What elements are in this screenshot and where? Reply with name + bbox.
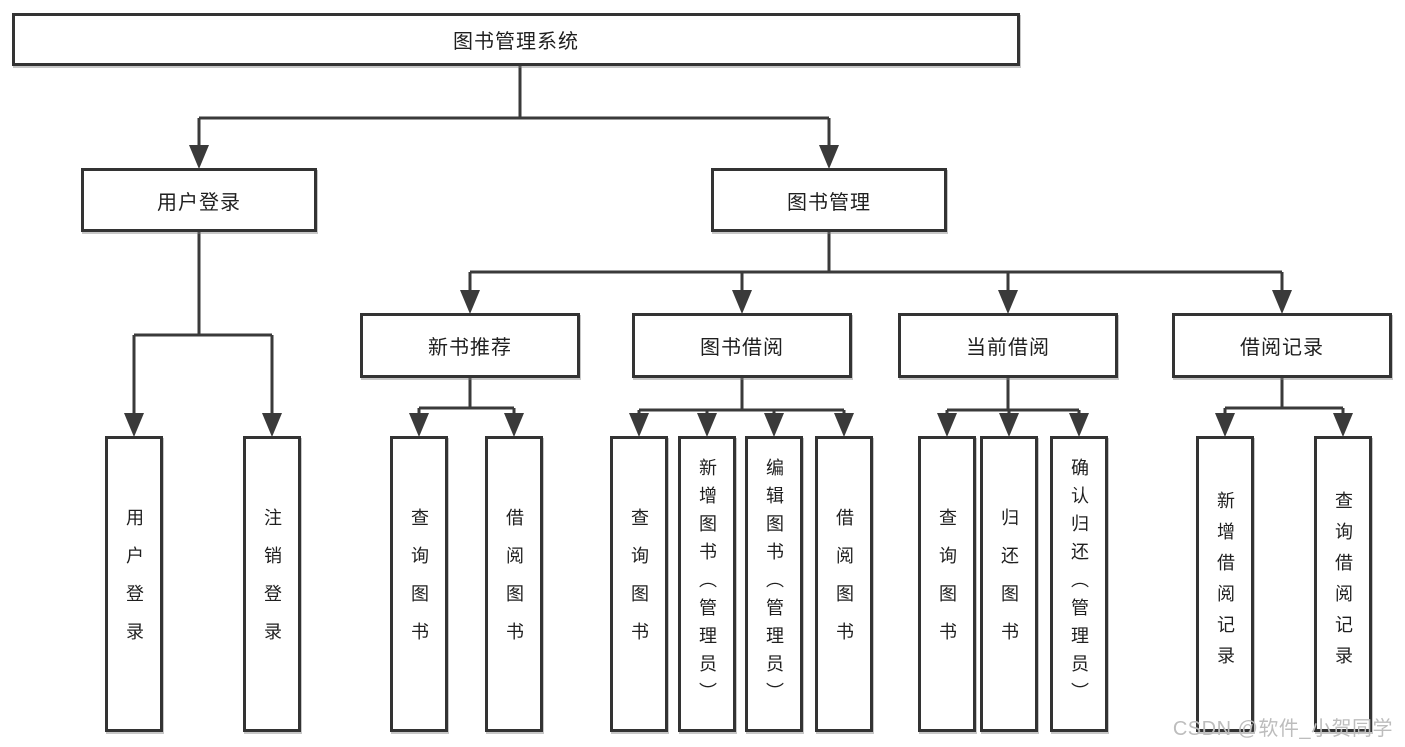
node-book-management: 图书管理 <box>711 168 947 232</box>
leaf-add-borrow-record: 新增借阅记录 <box>1196 436 1254 732</box>
leaf-borrow-books: 借阅图书 <box>815 436 873 732</box>
node-root: 图书管理系统 <box>12 13 1020 66</box>
node-user-login: 用户登录 <box>81 168 317 232</box>
node-borrowing-records-label: 借阅记录 <box>1240 337 1324 359</box>
leaf-confirm-return-admin: 确认归还（管理员） <box>1050 436 1108 732</box>
node-root-label: 图书管理系统 <box>453 31 579 53</box>
node-current-borrowing-label: 当前借阅 <box>966 337 1050 359</box>
node-new-book-recommendation: 新书推荐 <box>360 313 580 378</box>
leaf-search-books-current: 查询图书 <box>918 436 976 732</box>
node-new-book-recommendation-label: 新书推荐 <box>428 337 512 359</box>
node-borrowing-records: 借阅记录 <box>1172 313 1392 378</box>
leaf-return-books: 归还图书 <box>980 436 1038 732</box>
watermark: CSDN @软件_小贺同学 <box>1172 718 1393 740</box>
leaf-borrow-books-recommend: 借阅图书 <box>485 436 543 732</box>
leaf-add-book-admin: 新增图书（管理员） <box>678 436 736 732</box>
leaf-logout: 注销登录 <box>243 436 301 732</box>
node-book-borrowing-label: 图书借阅 <box>700 337 784 359</box>
node-book-management-label: 图书管理 <box>787 191 871 214</box>
leaf-search-borrow-record: 查询借阅记录 <box>1314 436 1372 732</box>
leaf-search-books-recommend: 查询图书 <box>390 436 448 732</box>
leaf-user-login: 用户登录 <box>105 436 163 732</box>
leaf-search-books-borrow: 查询图书 <box>610 436 668 732</box>
node-current-borrowing: 当前借阅 <box>898 313 1118 378</box>
leaf-edit-book-admin: 编辑图书（管理员） <box>745 436 803 732</box>
node-user-login-label: 用户登录 <box>157 191 241 214</box>
node-book-borrowing: 图书借阅 <box>632 313 852 378</box>
